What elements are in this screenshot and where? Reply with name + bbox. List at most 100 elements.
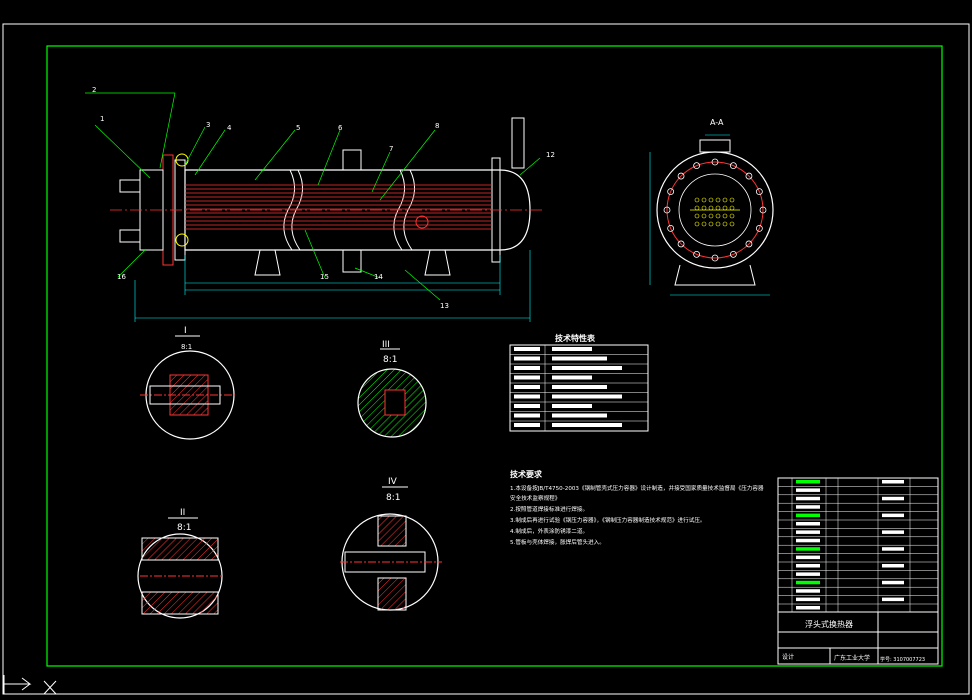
- flange-bolt: [745, 172, 753, 180]
- bom-cell-mark: [796, 564, 820, 568]
- nozzle-top-right: [511, 117, 525, 169]
- section-tube-holes: [694, 197, 735, 227]
- bill-of-materials: [777, 477, 939, 613]
- bom-cell-mark: [796, 538, 820, 543]
- balloon-13: 13: [440, 302, 449, 310]
- bom-cell-material: [882, 513, 904, 518]
- flange-bolt: [745, 240, 753, 248]
- detail-ii-scale: 8:1: [177, 523, 191, 533]
- flange-bolt: [693, 162, 701, 170]
- bom-cell-mark: [796, 547, 820, 551]
- tech-cell-value: [552, 404, 592, 408]
- bom-cell-material: [882, 496, 904, 501]
- flange-bolt: [711, 254, 719, 262]
- tech-cell-value: [552, 423, 622, 427]
- tube-hole: [722, 213, 728, 219]
- bom-cell-mark: [796, 488, 820, 492]
- saddle-support-left: [254, 249, 281, 276]
- bom-cell-mark: [796, 606, 820, 610]
- detail-i-label: I: [184, 326, 187, 336]
- balloon-7: 7: [389, 145, 393, 153]
- tube-hole: [729, 197, 735, 203]
- tube-hole: [694, 197, 700, 203]
- balloon-4: 4: [227, 124, 232, 132]
- school-name: 广东工业大学: [834, 654, 870, 662]
- detail-ii-hatch-bottom: [141, 591, 219, 615]
- title-block-frame: [777, 611, 939, 665]
- bom-cell-mark: [796, 589, 820, 593]
- tech-table-frame: [509, 344, 649, 432]
- tech-table-rows: [510, 345, 648, 431]
- bom-cell-material: [882, 580, 904, 585]
- section-bolt-circle: [666, 161, 764, 259]
- tech-cell-mark: [514, 413, 540, 418]
- break-line-4: [403, 169, 415, 251]
- bom-cell-mark: [796, 480, 820, 484]
- bom-cell-mark: [796, 522, 820, 526]
- tube-hole: [701, 197, 707, 203]
- tech-cell-value: [552, 375, 592, 380]
- tech-cell-mark: [514, 375, 540, 380]
- detail-ii-view: II 8:1: [137, 508, 223, 619]
- section-saddle: [674, 264, 756, 286]
- saddle-support-right: [424, 249, 451, 276]
- tube-hole: [722, 197, 728, 203]
- flange-bolt: [729, 162, 737, 170]
- flange-bolt: [663, 206, 671, 214]
- tube-hole: [715, 213, 721, 219]
- vent-nozzle: [342, 149, 362, 171]
- tech-req-line-6: 5.管板与壳体焊接，胀焊后管头进入。: [510, 538, 605, 546]
- tech-cell-value: [552, 413, 607, 418]
- detail-iii-scale: 8:1: [383, 355, 397, 365]
- bom-cell-mark: [796, 597, 820, 602]
- tech-cell-mark: [514, 366, 540, 370]
- bom-cell-mark: [796, 505, 820, 509]
- tech-req-line-4: 3.制成后再进行试验《钢压力容器》，《钢制压力容器制造技术规范》进行试压。: [510, 516, 706, 524]
- tube-hole: [722, 205, 728, 211]
- balloon-16: 16: [117, 273, 126, 281]
- detail-iv-view: IV 8:1: [340, 477, 442, 611]
- tech-req-line-2: 安全技术监察规程》: [510, 494, 560, 502]
- tech-cell-value: [552, 394, 622, 399]
- drawing-border: [46, 45, 943, 667]
- balloon-14: 14: [374, 273, 383, 281]
- detail-iv-label: IV: [388, 477, 398, 487]
- tube-hole: [729, 213, 735, 219]
- balloon-6: 6: [338, 124, 343, 132]
- drawn-label: 设计: [782, 653, 794, 661]
- bom-cell-material: [882, 547, 904, 551]
- tech-cell-value: [552, 356, 607, 361]
- balloon-8: 8: [435, 122, 439, 130]
- bom-cell-mark: [796, 572, 820, 576]
- drain-nozzle: [342, 249, 362, 273]
- tube-hole: [694, 205, 700, 211]
- title-block: 浮头式换热器 设计 广东工业大学 学号: 3107007723: [777, 611, 939, 665]
- detail-i-view: I 8:1: [140, 326, 235, 440]
- tech-cell-value: [552, 385, 607, 389]
- bolt-mark-bottom: [175, 233, 189, 247]
- tube-hole: [708, 213, 714, 219]
- balloon-12: 12: [546, 151, 555, 159]
- tube-hole: [729, 221, 735, 227]
- detail-iii-label: III: [382, 340, 390, 350]
- tech-req-line-1: 1.本设备按JB/T4750-2003《钢制管壳式压力容器》设计制造，并接受国家…: [510, 484, 764, 492]
- flange-bolt: [729, 250, 737, 258]
- nozzle-lower-left: [119, 229, 141, 243]
- flange-bolt: [755, 224, 763, 232]
- tube-hole: [715, 197, 721, 203]
- tube-hole: [708, 197, 714, 203]
- tech-cell-value: [552, 347, 592, 351]
- balloon-2: 2: [92, 86, 96, 94]
- dimension-lines: [134, 250, 531, 322]
- bom-rows: [778, 478, 938, 612]
- bom-cell-material: [882, 597, 904, 602]
- nozzle-upper-left: [119, 179, 141, 193]
- detail-iii-groove: [384, 389, 406, 416]
- detail-i-bolt: [149, 385, 221, 405]
- tech-cell-mark: [514, 356, 540, 361]
- detail-i-scale: 8:1: [181, 343, 192, 351]
- detail-iv-hatch-top: [377, 515, 407, 547]
- detail-ii-hatch-top: [141, 537, 219, 561]
- bom-cell-mark: [796, 513, 820, 518]
